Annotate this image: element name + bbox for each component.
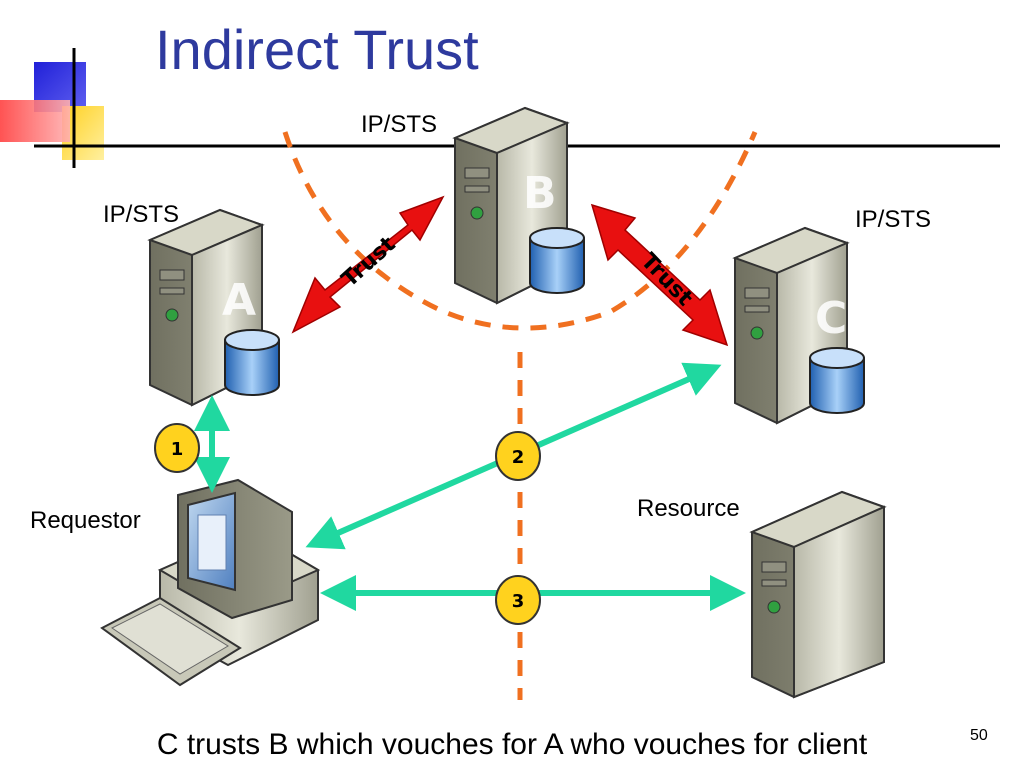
page-number: 50: [970, 727, 988, 744]
server-c-letter: C: [815, 293, 847, 344]
requestor-computer: [100, 478, 321, 687]
step-badge-1: 1: [154, 423, 200, 473]
server-c: C: [732, 226, 865, 425]
step-badge-3: 3: [495, 575, 541, 625]
label-ip-sts-a: IP/STS: [103, 201, 180, 228]
server-b: B: [452, 106, 585, 305]
slide-caption: C trusts B which vouches for A who vouch…: [156, 728, 868, 761]
server-a-letter: A: [222, 275, 256, 326]
database-icon: [529, 227, 585, 294]
resource-server: [749, 490, 887, 699]
label-ip-sts-b: IP/STS: [361, 111, 438, 138]
trust-arrow-bc: [590, 203, 729, 347]
slide-title: Indirect Trust: [155, 18, 479, 81]
step-1-number: 1: [171, 439, 184, 460]
database-icon: [809, 347, 865, 414]
server-b-letter: B: [523, 168, 557, 219]
step-badge-2: 2: [495, 431, 541, 481]
label-resource: Resource: [637, 495, 740, 522]
trust-label-bc: Trust: [636, 249, 698, 312]
boundary-arc: [282, 131, 758, 331]
step-2-number: 2: [512, 447, 525, 468]
database-icon: [224, 329, 280, 396]
label-requestor: Requestor: [30, 507, 141, 534]
server-a: A: [147, 208, 280, 407]
trust-arrow-ab: [291, 195, 445, 334]
corner-decoration: [0, 48, 1000, 168]
label-ip-sts-c: IP/STS: [855, 206, 932, 233]
step-3-number: 3: [512, 591, 525, 612]
